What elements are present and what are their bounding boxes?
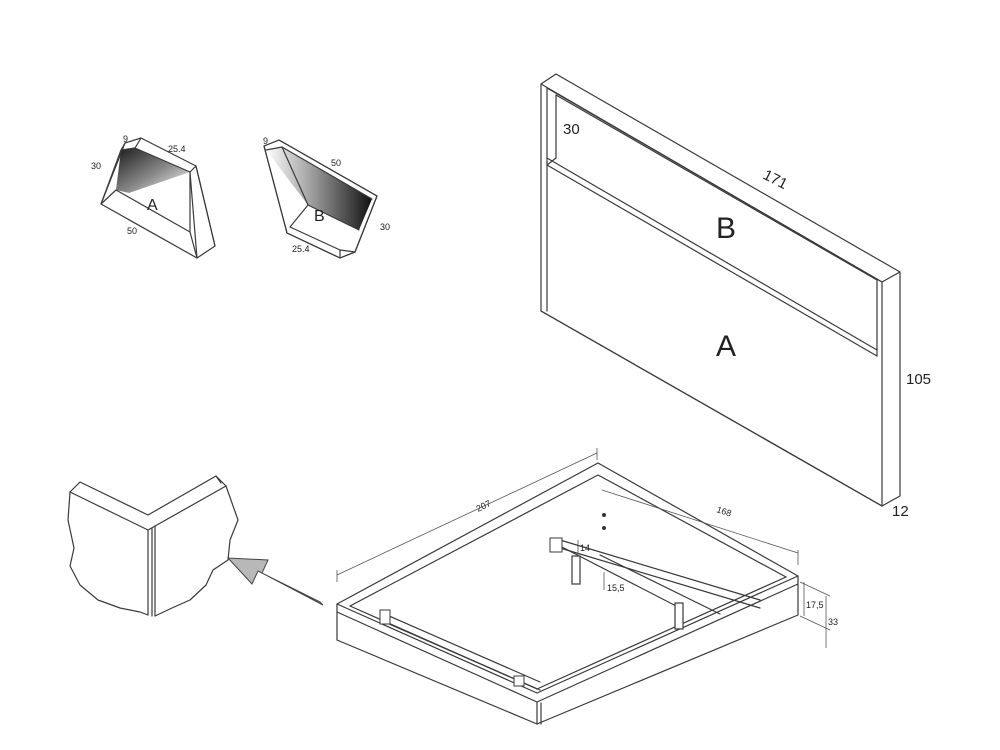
profile-b: B 9 50 30 25.4 [263,136,390,259]
headboard: B A 30 171 105 12 [540,73,931,520]
bed-dim-width: 168 [715,504,732,518]
profile-a-dim-slope: 25.4 [168,144,186,154]
profile-a-dim-top: 9 [123,134,128,144]
pointer-arrow [226,557,324,606]
profile-b-dim-height: 30 [380,222,390,232]
profile-a-dim-height: 30 [91,161,101,171]
bed-dim-total: 33 [828,617,838,627]
headboard-dim-depth: 12 [892,503,909,520]
profile-b-label: B [314,208,325,225]
profile-b-dim-top: 9 [263,136,268,146]
profile-b-dim-slope: 25.4 [292,244,310,254]
headboard-label-upper: B [716,212,736,245]
profile-b-dim-width: 50 [331,158,341,168]
bed-dim-length: 207 [474,498,492,514]
headboard-dim-height: 105 [906,371,931,388]
headboard-dim-top: 30 [563,121,580,138]
profile-a-dim-width: 50 [127,226,137,236]
corner-detail [67,475,239,617]
bed-dim-leg: 15,5 [607,583,625,593]
bed-frame: 207 168 14 15,5 17,5 33 [336,448,838,725]
headboard-label-lower: A [716,330,736,363]
bed-dim-inner: 17,5 [806,600,824,610]
profile-a: A 9 25.4 30 50 [91,134,216,259]
headboard-dim-length: 171 [760,166,790,193]
profile-a-label: A [147,197,158,214]
bed-dim-rail: 14 [580,543,590,553]
